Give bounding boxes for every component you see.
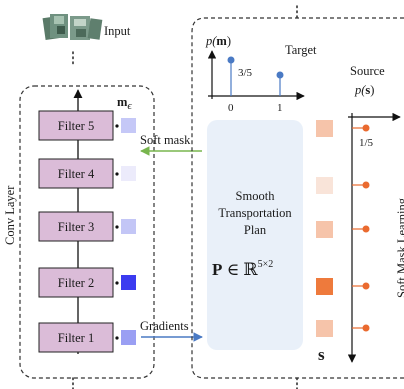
mask-symbol-main: m (117, 95, 128, 109)
filter-1-mask (121, 330, 136, 345)
target-dot-1 (276, 71, 284, 79)
filter-5: Filter 5 (38, 110, 136, 141)
filter-5-box (38, 110, 114, 141)
plan-equation-set: ∈ ℝ (222, 260, 258, 279)
source-s-symbol: s (318, 345, 325, 364)
source-square-2 (316, 177, 333, 194)
source-ylabel-var: s (365, 83, 370, 97)
filter-3-mask (121, 219, 136, 234)
source-square-1 (316, 120, 333, 137)
source-ylabel-func: p( (354, 83, 366, 97)
source-value-label: 1/5 (359, 137, 374, 149)
filter-3: Filter 3 (38, 211, 136, 242)
source-square-5 (316, 320, 333, 337)
filter-4-mask (121, 166, 136, 181)
soft-mask-learning-box (191, 17, 404, 379)
source-square-4 (316, 278, 333, 295)
filter-5-dot (115, 124, 119, 128)
target-ylabel-close: ) (227, 34, 231, 48)
target-ylabel-var: m (216, 34, 227, 48)
conv-layer-box (19, 85, 155, 379)
soft-mask-label: Soft mask (140, 133, 191, 147)
filter-2-mask (121, 275, 136, 290)
plan-line-2: Transportation (218, 206, 292, 220)
filter-4-box (38, 158, 114, 189)
filter-2-box (38, 267, 114, 298)
filter-4: Filter 4 (38, 158, 136, 189)
filter-3-box (38, 211, 114, 242)
input-label: Input (104, 24, 131, 38)
target-ylabel: p(m) (205, 34, 231, 48)
transport-plan-box (207, 120, 303, 350)
filter-4-dot (115, 172, 119, 176)
source-dot-5 (362, 324, 370, 332)
filter-1: Filter 1 (38, 322, 136, 353)
source-ylabel: p(s) (354, 83, 374, 97)
conv-layer-label: Conv Layer (3, 185, 17, 245)
filter-5-label: Filter 5 (58, 119, 94, 133)
filter-1-box (38, 322, 114, 353)
mask-symbol: mϵ (117, 95, 132, 112)
source-dot-3 (362, 225, 370, 233)
plan-equation-exponent: 5×2 (258, 259, 274, 270)
source-dot-2 (362, 181, 370, 189)
filter-5-mask (121, 118, 136, 133)
source-title: Source (350, 64, 385, 78)
filter-1-dot (115, 336, 119, 340)
target-title: Target (285, 43, 317, 57)
plan-line-1: Smooth (236, 189, 276, 203)
filter-2: Filter 2 (38, 267, 136, 298)
mask-symbol-subscript: ϵ (127, 100, 132, 112)
source-ylabel-close: ) (370, 83, 374, 97)
source-dot-1 (362, 124, 370, 132)
target-value-label: 3/5 (238, 67, 253, 79)
source-dot-4 (362, 282, 370, 290)
filter-3-dot (115, 225, 119, 229)
input-images (42, 14, 103, 41)
filter-4-label: Filter 4 (58, 167, 95, 181)
filter-1-label: Filter 1 (58, 331, 94, 345)
source-square-3 (316, 221, 333, 238)
filter-3-label: Filter 3 (58, 220, 94, 234)
plan-equation-p: P (212, 260, 222, 279)
plan-line-3: Plan (244, 223, 267, 237)
plan-equation: P ∈ ℝ5×2 (212, 259, 273, 279)
target-ylabel-func: p( (205, 34, 217, 48)
side-label: Soft Mask Learning (395, 197, 404, 298)
filter-2-dot (115, 281, 119, 285)
gradients-label: Gradients (140, 319, 189, 333)
target-tick-0: 0 (228, 102, 234, 114)
target-dot-0 (227, 56, 235, 64)
filter-2-label: Filter 2 (58, 276, 94, 290)
target-tick-1: 1 (277, 102, 283, 114)
